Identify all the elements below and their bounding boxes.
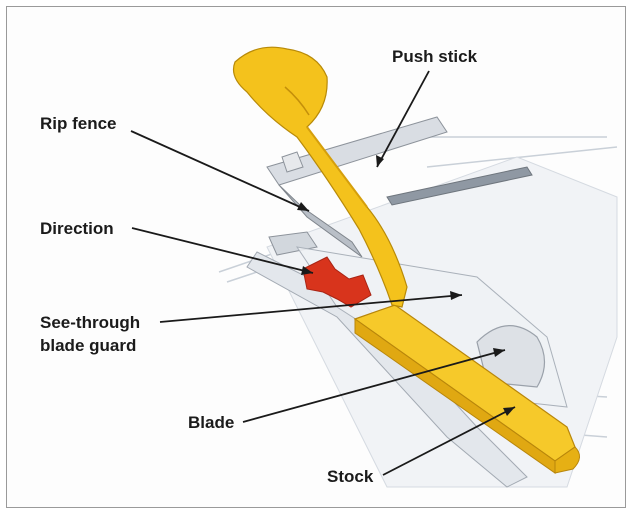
table-saw-illustration xyxy=(7,7,625,507)
label-push-stick: Push stick xyxy=(392,46,477,67)
diagram-frame: Push stick Rip fence Direction See-throu… xyxy=(6,6,626,508)
leader-push-stick xyxy=(377,71,429,167)
label-direction: Direction xyxy=(40,218,114,239)
label-rip-fence: Rip fence xyxy=(40,113,117,134)
label-stock: Stock xyxy=(327,466,373,487)
label-see-through-line1: See-through xyxy=(40,312,140,333)
label-blade: Blade xyxy=(188,412,234,433)
label-see-through-line2: blade guard xyxy=(40,335,136,356)
